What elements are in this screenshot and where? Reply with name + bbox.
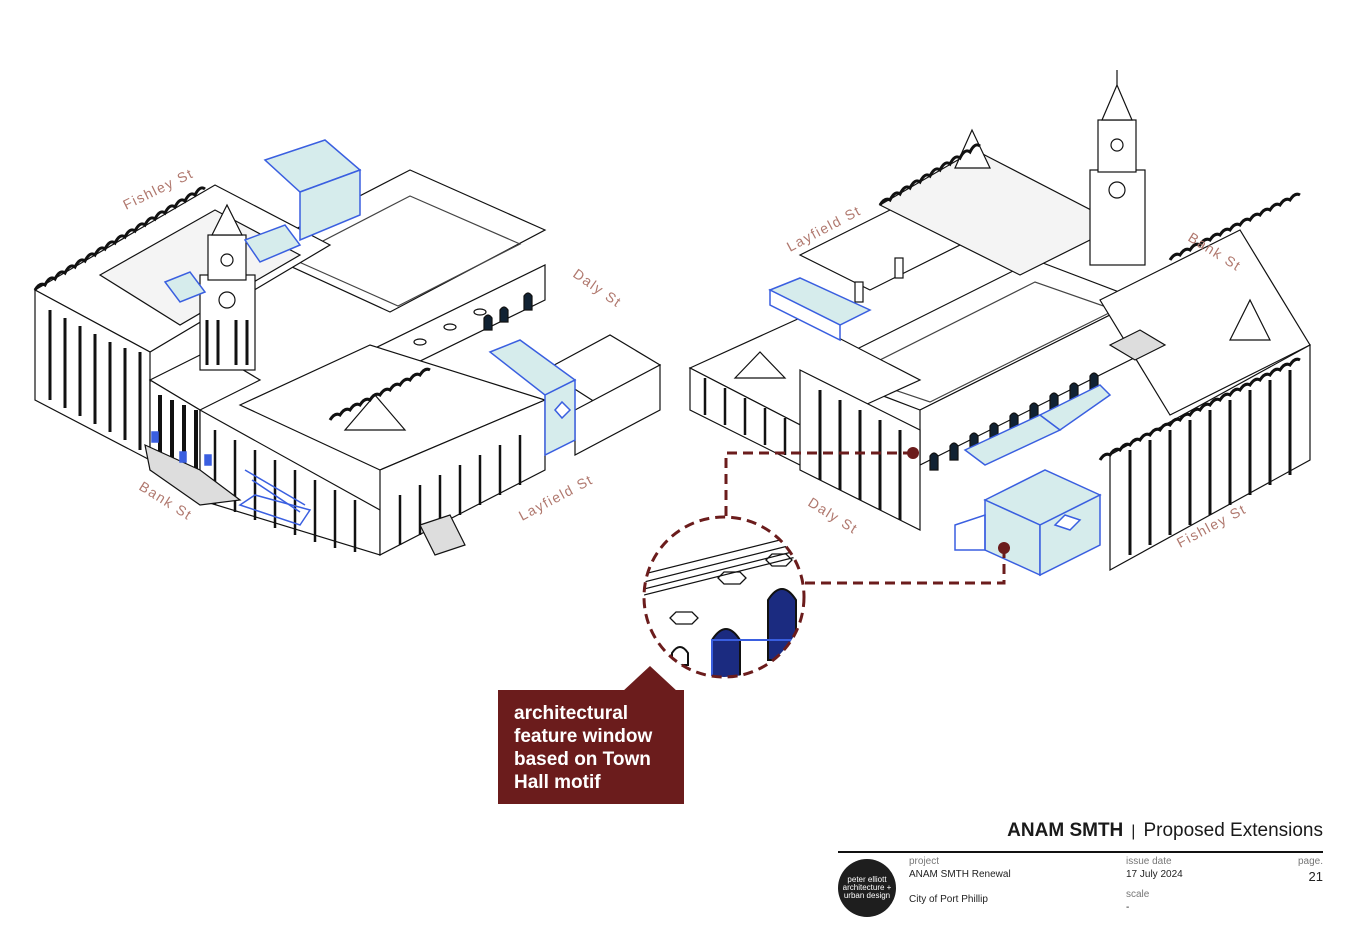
left-extensions (151, 139, 577, 526)
project-name: ANAM SMTH (1007, 820, 1124, 841)
sheet-title: ANAM SMTH | Proposed Extensions (1007, 820, 1323, 842)
project-label: project (909, 856, 940, 867)
page-number: 21 (1308, 869, 1323, 884)
client-value: City of Port Phillip (909, 894, 988, 905)
callout-text-box: architectural feature window based on To… (498, 690, 684, 804)
street-label-daly-right: Daly St (805, 494, 861, 537)
callout-line-1: architectural (514, 703, 629, 724)
page-label: page. (1297, 856, 1323, 867)
detail-callout (642, 447, 1010, 679)
sheet-subtitle: Proposed Extensions (1143, 820, 1323, 841)
issue-date-value: 17 July 2024 (1126, 869, 1183, 880)
logo-line-2: architecture + (842, 883, 892, 892)
street-label-daly-left: Daly St (570, 265, 625, 310)
title-rule (838, 851, 1323, 853)
detail-marker-bottom (998, 542, 1010, 554)
logo-line-3: urban design (843, 891, 891, 900)
detail-marker-top (907, 447, 919, 459)
title-separator: | (1131, 823, 1136, 840)
callout-line-2: feature window (514, 726, 653, 747)
callout-line-4: Hall motif (514, 772, 601, 793)
issue-date-label: issue date (1126, 856, 1172, 867)
magnified-detail (644, 517, 804, 677)
project-value: ANAM SMTH Renewal (909, 869, 1011, 880)
logo-line-1: peter elliott (847, 875, 887, 884)
scale-value: - (1126, 902, 1130, 913)
firm-logo: peter elliott architecture + urban desig… (838, 859, 896, 917)
callout-line-3: based on Town (514, 749, 651, 770)
right-extensions (768, 277, 1112, 577)
right-building (688, 70, 1311, 572)
scale-label: scale (1126, 889, 1150, 900)
callout-pointer (622, 666, 678, 692)
